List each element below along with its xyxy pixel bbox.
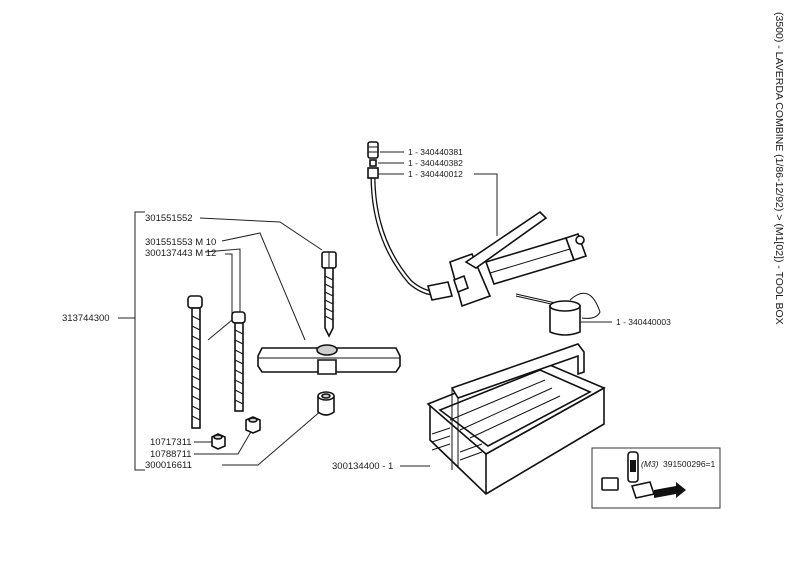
label-puller-assembly: 313744300 (62, 313, 110, 324)
puller-bolt (321, 251, 337, 338)
label-nozzle-cap: 1 - 340440381 (408, 147, 463, 157)
assembly-bracket (118, 211, 145, 471)
leader-stud-m12-b (207, 253, 233, 341)
spacer (317, 391, 335, 416)
label-kit-prefix: (M3) (641, 459, 659, 469)
leader-puller-bolt (199, 217, 323, 251)
label-grease-gun: 1 - 340440012 (408, 169, 463, 179)
stud-m12 (231, 311, 246, 412)
oil-can: 1 - 340440003 (515, 292, 671, 336)
label-stud-m10: 301551553 M 10 (145, 237, 216, 248)
label-oil-can: 1 - 340440003 (616, 317, 671, 327)
kit-inset: (M3) 391500296=1 (591, 447, 721, 509)
label-nut-a: 10717311 (150, 437, 192, 448)
nut-a (211, 433, 226, 450)
label-kit-code: 391500296=1 (663, 459, 716, 469)
nozzle-tip (369, 159, 377, 167)
leader-grease-gun (373, 173, 498, 236)
leader-stud-m10 (221, 232, 306, 341)
label-spacer: 300016611 (145, 460, 192, 471)
sidebar-title: (3500) - LAVERDA COMBINE (1/86-12/92) > … (773, 12, 785, 325)
tool-box: 300134400 - 1 (332, 343, 606, 495)
leader-stud-m12 (204, 248, 241, 316)
label-tool-box: 300134400 - 1 (332, 461, 393, 472)
label-puller-bolt: 301551552 (145, 213, 193, 224)
puller-group: 313744300 301551552 301551553 M 10 30013… (62, 211, 401, 471)
leader-nut-b (194, 429, 253, 455)
nut-b (245, 416, 261, 434)
label-stud-m12: 300137443 M 12 (145, 248, 216, 259)
label-nut-b: 10788711 (150, 449, 192, 460)
grease-gun (449, 210, 588, 308)
puller-bar (257, 344, 401, 375)
stud-m10 (187, 295, 203, 429)
grease-gun-group: 1 - 340440381 1 - 340440382 1 - 34044001… (367, 141, 588, 308)
grease-hose (370, 171, 451, 297)
leader-spacer (222, 409, 323, 466)
label-nozzle-tip: 1 - 340440382 (408, 158, 463, 168)
nozzle-cap (367, 141, 379, 159)
